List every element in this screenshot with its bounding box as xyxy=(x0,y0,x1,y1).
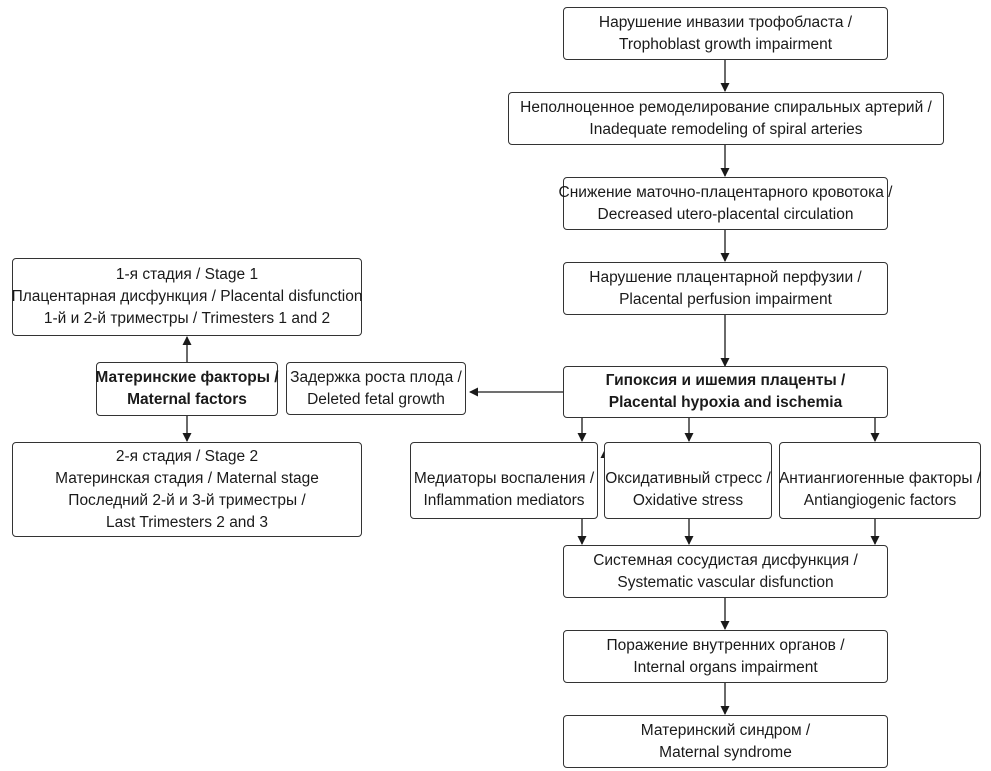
node-maternal-factors: Материнские факторы / Maternal factors xyxy=(95,362,279,416)
node-circulation-line-1: Снижение маточно-плацентарного кровотока… xyxy=(558,183,893,201)
node-antiangiogenic: Антиангиогенные факторы / Antiangiogenic… xyxy=(779,442,981,519)
node-trophoblast-line-1: Нарушение инвазии трофобласта / xyxy=(598,13,853,31)
node-fetal-growth-line-1: Задержка роста плода / xyxy=(290,368,462,386)
node-remodeling-line-2: Inadequate remodeling of spiral arteries xyxy=(589,120,863,138)
node-stage-2-line-1: 2-я стадия / Stage 2 xyxy=(115,447,259,465)
node-trophoblast-line-2: Trophoblast growth impairment xyxy=(618,35,833,53)
node-systemic-line-2: Systematic vascular disfunction xyxy=(617,573,834,591)
node-syndrome-line-1: Материнский синдром / xyxy=(640,721,811,739)
node-systemic-line-1: Системная сосудистая дисфункция / xyxy=(593,551,858,569)
node-perfusion: Нарушение плацентарной перфузии / Placen… xyxy=(563,262,888,315)
node-perfusion-line-1: Нарушение плацентарной перфузии / xyxy=(589,268,862,286)
node-stage-2-line-2: Материнская стадия / Maternal stage xyxy=(55,469,319,487)
node-fetal-growth-line-2: Deleted fetal growth xyxy=(307,390,445,408)
node-systemic: Системная сосудистая дисфункция / System… xyxy=(563,545,888,598)
node-hypoxia: Гипоксия и ишемия плаценты / Placental h… xyxy=(563,366,888,418)
node-oxidative: Оксидативный стресс / Oxidative stress xyxy=(604,442,772,519)
node-oxidative-line-1: Оксидативный стресс / xyxy=(605,469,771,487)
node-fetal-growth: Задержка роста плода / Deleted fetal gro… xyxy=(286,362,466,415)
node-syndrome: Материнский синдром / Maternal syndrome xyxy=(563,715,888,768)
node-inflammation: Медиаторы воспаления / Inflammation medi… xyxy=(410,442,598,519)
node-organs: Поражение внутренних органов / Internal … xyxy=(563,630,888,683)
node-maternal-factors-line-2: Maternal factors xyxy=(127,391,247,408)
node-maternal-factors-line-1: Материнские факторы / xyxy=(95,369,279,386)
node-remodeling-line-1: Неполноценное ремоделирование спиральных… xyxy=(520,98,932,116)
node-organs-line-2: Internal organs impairment xyxy=(633,658,818,676)
node-antiangiogenic-line-2: Antiangiogenic factors xyxy=(803,491,957,509)
node-syndrome-line-2: Maternal syndrome xyxy=(659,743,792,761)
node-stage-1: 1-я стадия / Stage 1 Плацентарная дисфун… xyxy=(12,258,362,336)
node-stage-2: 2-я стадия / Stage 2 Материнская стадия … xyxy=(12,442,362,537)
node-perfusion-line-2: Placental perfusion impairment xyxy=(619,290,832,308)
node-hypoxia-line-2: Placental hypoxia and ischemia xyxy=(608,394,843,411)
node-stage-1-line-1: 1-я стадия / Stage 1 xyxy=(115,266,259,283)
node-circulation: Снижение маточно-плацентарного кровотока… xyxy=(559,177,892,230)
node-trophoblast: Нарушение инвазии трофобласта / Trophobl… xyxy=(563,7,888,60)
node-inflammation-line-1: Медиаторы воспаления / xyxy=(413,469,595,487)
node-stage-2-line-4: Last Trimesters 2 and 3 xyxy=(106,513,268,531)
node-stage-1-line-3: 1-й и 2-й триместры / Trimesters 1 and 2 xyxy=(43,310,331,327)
node-hypoxia-line-1: Гипоксия и ишемия плаценты / xyxy=(605,372,846,389)
node-stage-2-line-3: Последний 2-й и 3-й триместры / xyxy=(68,491,306,509)
node-organs-line-1: Поражение внутренних органов / xyxy=(606,636,845,654)
node-remodeling: Неполноценное ремоделирование спиральных… xyxy=(508,92,944,145)
node-oxidative-line-2: Oxidative stress xyxy=(632,491,744,509)
node-inflammation-line-2: Inflammation mediators xyxy=(423,491,585,509)
node-stage-1-line-2: Плацентарная дисфункция / Placental disf… xyxy=(11,288,363,305)
node-circulation-line-2: Decreased utero-placental circulation xyxy=(597,205,854,223)
node-antiangiogenic-line-1: Антиангиогенные факторы / xyxy=(778,469,982,487)
